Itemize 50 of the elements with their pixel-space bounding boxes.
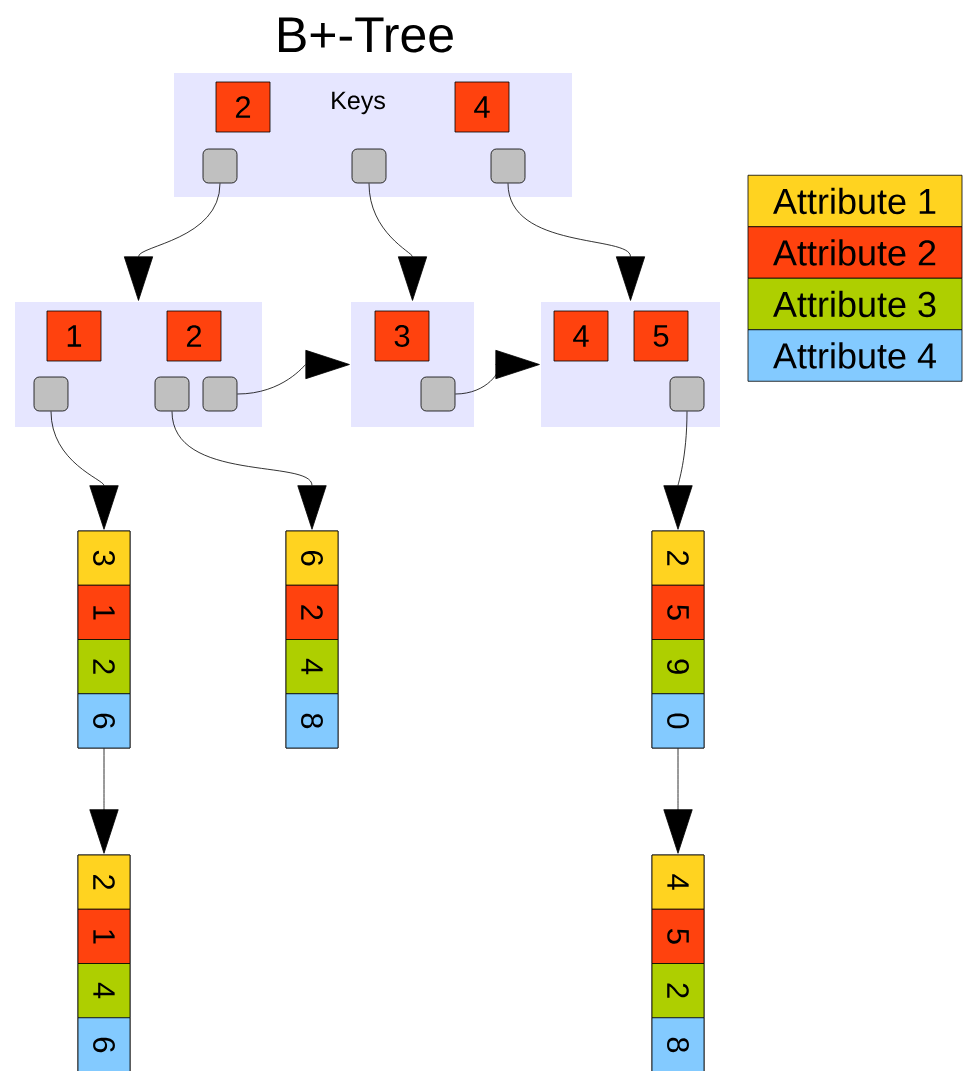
key-box: 3	[374, 310, 430, 362]
legend-entry: Attribute 3	[747, 277, 963, 331]
pointer-box	[420, 376, 456, 412]
arrow	[507, 183, 646, 301]
arrow	[171, 411, 327, 530]
pointer-box	[351, 148, 387, 184]
attribute-cell: 1	[77, 584, 131, 640]
pointer-box	[202, 376, 238, 412]
title: B+-Tree	[279, 17, 453, 53]
attribute-cell: 4	[285, 639, 339, 695]
legend-entry: Attribute 2	[747, 226, 963, 279]
attribute-cell: 2	[285, 584, 339, 640]
attribute-cell: 8	[285, 693, 339, 749]
attribute-cell: 2	[77, 639, 131, 695]
attribute-cell: 2	[77, 854, 131, 910]
attribute-cell: 8	[651, 1017, 705, 1071]
attribute-cell: 6	[77, 693, 131, 749]
pointer-box	[490, 148, 526, 184]
attribute-cell: 5	[651, 584, 705, 640]
key-box: 4	[553, 310, 609, 362]
arrow	[89, 748, 119, 854]
arrow	[663, 748, 693, 854]
key-box: 1	[46, 310, 102, 362]
arrow	[368, 183, 428, 301]
legend-entry: Attribute 1	[747, 174, 963, 228]
pointer-box	[154, 376, 190, 412]
pointer-box	[33, 376, 69, 412]
arrow	[50, 411, 119, 530]
attribute-cell: 4	[651, 854, 705, 910]
key-box: 2	[166, 310, 222, 362]
legend-entry: Attribute 4	[747, 329, 963, 382]
attribute-cell: 3	[77, 530, 131, 586]
attribute-cell: 2	[651, 530, 705, 586]
arrow	[237, 349, 350, 395]
attribute-cell: 1	[77, 908, 131, 964]
arrow	[123, 183, 221, 301]
attribute-cell: 6	[77, 1017, 131, 1071]
attribute-cell: 6	[285, 530, 339, 586]
attribute-cell: 5	[651, 908, 705, 964]
attribute-cell: 0	[651, 693, 705, 749]
attribute-cell: 4	[77, 963, 131, 1019]
arrow	[663, 411, 693, 530]
key-box: 5	[633, 310, 689, 362]
pointer-box	[202, 148, 238, 184]
attribute-cell: 9	[651, 639, 705, 695]
pointer-box	[669, 376, 705, 412]
attribute-cell: 2	[651, 963, 705, 1019]
arrow	[455, 349, 540, 395]
key-box: 2	[215, 81, 271, 133]
key-box: 4	[454, 81, 510, 133]
